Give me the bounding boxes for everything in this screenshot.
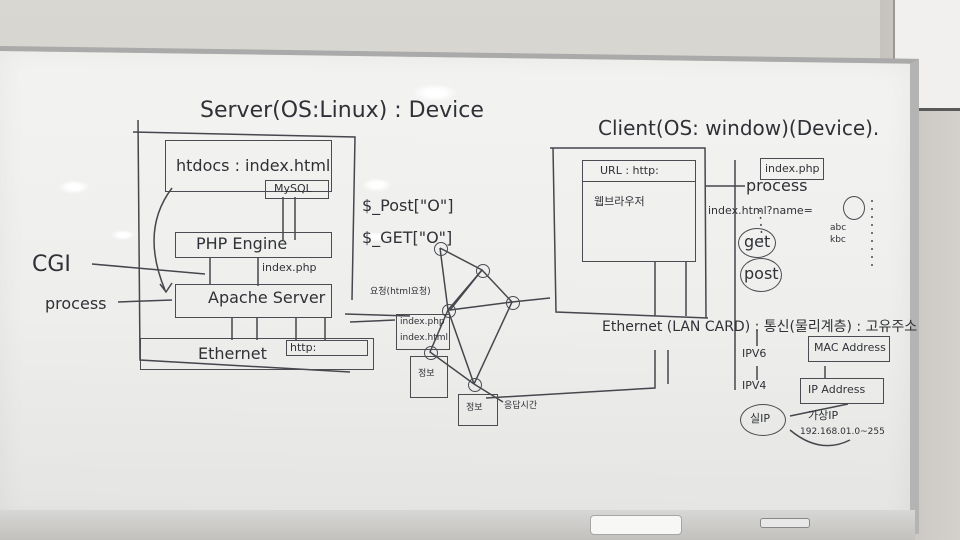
kbc-value: kbc xyxy=(830,235,846,245)
php-engine-box xyxy=(175,232,332,258)
client-process: process xyxy=(746,176,808,195)
real-ip-circle xyxy=(740,404,786,436)
get-var: $_GET["O"] xyxy=(362,228,453,247)
post-label: post xyxy=(744,264,779,283)
info-label: 정보 xyxy=(418,369,435,379)
request-label: 요청(html요청) xyxy=(370,287,431,297)
net-node xyxy=(506,296,520,310)
marker-pen xyxy=(760,518,810,528)
server-ethernet-label: Ethernet xyxy=(198,344,267,363)
query-string: index.html?name= xyxy=(708,204,813,217)
net-node xyxy=(468,378,482,392)
ethernet-box xyxy=(140,338,374,370)
packet-index-html: index.html xyxy=(400,333,448,343)
ip-label: IP Address xyxy=(808,383,866,396)
light-glare-5 xyxy=(362,232,388,242)
mac-box xyxy=(808,336,890,362)
eraser xyxy=(590,515,682,535)
apache-box xyxy=(175,284,332,318)
packet-index-php: index.php xyxy=(400,317,445,327)
post-circle xyxy=(740,258,782,292)
htdocs-label: htdocs : index.html xyxy=(176,156,331,175)
info2-box xyxy=(458,394,498,426)
net-node xyxy=(424,346,438,360)
browser-label: 웹브라우저 xyxy=(594,195,645,208)
htdocs-box xyxy=(165,140,332,192)
light-glare-1 xyxy=(412,84,458,102)
http-box xyxy=(286,340,368,356)
index-php-label: index.php xyxy=(262,261,317,274)
mac-label: MAC Address xyxy=(814,341,886,354)
private-ip-range: 192.168.01.0~255 xyxy=(800,427,885,437)
mysql-box xyxy=(265,180,329,199)
net-node xyxy=(434,242,448,256)
server-title: Server(OS:Linux) : Device xyxy=(200,98,484,123)
light-glare-3 xyxy=(362,178,392,192)
get-label: get xyxy=(744,232,771,251)
ipv4-label: IPV4 xyxy=(742,379,767,392)
param-circle xyxy=(843,196,865,220)
client-index-php: index.php xyxy=(765,162,820,175)
mysql-label: MySQL xyxy=(274,182,312,195)
url-label: URL : http: xyxy=(600,164,659,177)
ip-box xyxy=(800,378,884,404)
real-ip-label: 실IP xyxy=(750,412,770,425)
net-node xyxy=(442,304,456,318)
abc-value: abc xyxy=(830,223,847,233)
net-node xyxy=(476,264,490,278)
php-engine-label: PHP Engine xyxy=(196,234,288,253)
index-php-box xyxy=(760,158,824,180)
light-glare-4 xyxy=(110,230,136,240)
cgi-label: CGI xyxy=(32,252,71,277)
virtual-ip-label: 가상IP xyxy=(808,409,839,422)
get-circle xyxy=(738,228,776,258)
apache-label: Apache Server xyxy=(208,288,326,307)
url-bar xyxy=(582,160,696,182)
client-title: Client(OS: window)(Device). xyxy=(598,116,880,140)
client-ethernet: Ethernet (LAN CARD) : 통신(물리계층) : 고유주소 xyxy=(602,319,918,335)
post-var: $_Post["O"] xyxy=(362,196,454,215)
ipv6-label: IPV6 xyxy=(742,347,767,360)
time-label: 응답시간 xyxy=(504,401,538,411)
http-label: http: xyxy=(290,341,317,354)
light-glare-2 xyxy=(58,180,90,194)
info2-label: 정보 xyxy=(466,403,483,413)
packet-box xyxy=(396,314,450,350)
process-label: process xyxy=(45,294,107,313)
